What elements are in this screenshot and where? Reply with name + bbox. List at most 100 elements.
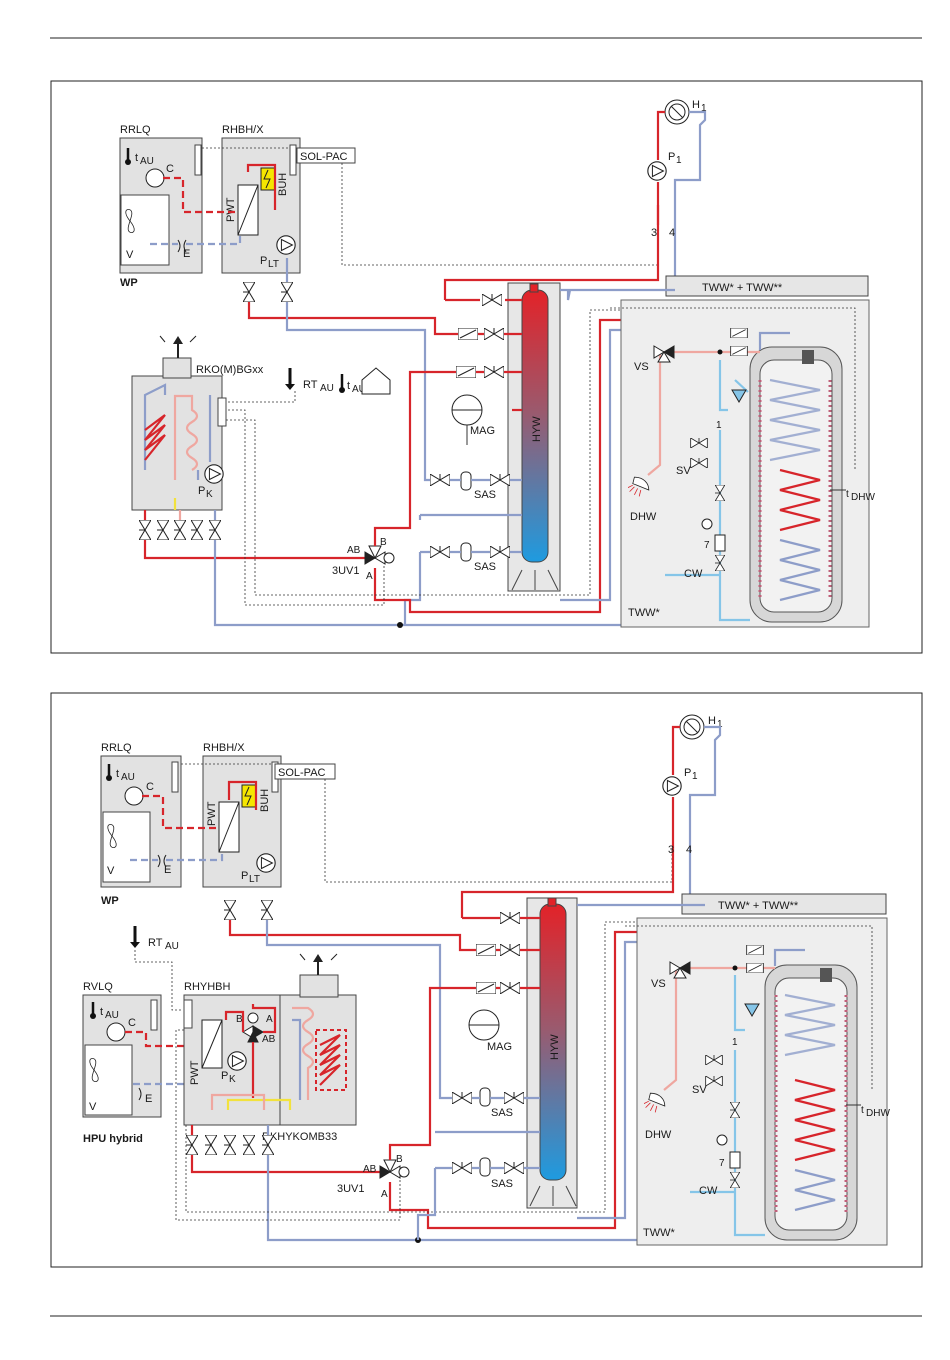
hybrid-flow-line — [190, 1125, 380, 1174]
shutoff-valve-icon — [205, 1135, 217, 1155]
shutoff-valve-icon — [243, 1135, 255, 1155]
boiler-dhw-coil-2 — [292, 1006, 315, 1100]
exchanger-diagonal — [201, 1019, 223, 1069]
tww-label-2: TWW* — [643, 1227, 675, 1239]
rko-label: RKO(M)BGxx — [196, 364, 264, 376]
dhw-label: DHW — [630, 511, 657, 523]
h1-sub-2: 1 — [717, 719, 723, 730]
heating-flow-up — [656, 110, 665, 160]
heating-flow-up-2 — [671, 725, 680, 775]
return-line-1 — [285, 302, 435, 482]
control-wire — [226, 309, 700, 596]
junction-dot — [717, 349, 723, 355]
h1-label-2: H — [708, 715, 716, 727]
lightning-icon — [244, 786, 252, 806]
compressor-icon — [124, 786, 144, 806]
pk-label-2: P — [221, 1070, 228, 1082]
shutoff-valve-icon — [484, 328, 504, 340]
check-valve-icon — [730, 328, 748, 338]
p1-sub: 1 — [676, 155, 682, 166]
control-wire — [324, 779, 673, 883]
a-label-3: A — [381, 1189, 388, 1200]
control-wire — [175, 1029, 401, 1221]
mixing-valve-vs-icon — [653, 345, 675, 363]
h1-inner — [668, 103, 686, 121]
pump-p1-icon — [647, 161, 667, 181]
b-label-3: B — [396, 1154, 403, 1165]
heating-return-line — [673, 110, 707, 287]
rhbh-label-2: RHBH/X — [203, 742, 245, 754]
tau-sub-2: AU — [121, 772, 135, 783]
hyw-vent — [529, 283, 539, 293]
thermometer-icon — [90, 1002, 96, 1019]
house-icon — [361, 367, 391, 395]
control-wire — [134, 950, 183, 1011]
expansion-valve-icon — [177, 239, 187, 253]
tau-label-2: t — [116, 768, 119, 780]
hyw-label: HYW — [531, 416, 543, 442]
expansion-valve-icon — [138, 1087, 142, 1101]
boiler-dhw-coil — [173, 394, 199, 480]
rrlq-fan-box-2 — [102, 811, 151, 883]
rko-boiler-unit — [131, 375, 223, 511]
n3-label: 3 — [651, 227, 657, 239]
b-label-2: B — [236, 1014, 243, 1025]
rhyhbh-label: RHYHBH — [184, 981, 231, 993]
mag-label: MAG — [470, 425, 495, 437]
pk-sub-2: K — [229, 1074, 236, 1085]
hybrid-flow-internal — [224, 1004, 277, 1098]
shutoff-valve-icon — [482, 294, 502, 306]
check-valve-icon — [746, 945, 764, 955]
shutoff-valve-icon — [139, 520, 151, 540]
filter-icon — [731, 389, 747, 403]
pump-pk-icon — [204, 464, 224, 484]
rhyhbh-control-box — [183, 999, 193, 1029]
rrlq-control-box — [194, 144, 202, 176]
tww-label: TWW* — [628, 607, 660, 619]
compressor-icon — [145, 168, 165, 188]
b-label: B — [380, 537, 387, 548]
thermometer-icon — [125, 148, 131, 165]
n7-label-2: 7 — [719, 1158, 725, 1169]
rkhykomb-label: RKHYKOMB33 — [262, 1131, 337, 1143]
h1-sub: 1 — [701, 103, 707, 114]
sas-label: SAS — [474, 561, 496, 573]
shutoff-valve-icon — [157, 520, 169, 540]
rt-label-2: RT — [148, 937, 163, 949]
n4-label: 4 — [669, 227, 675, 239]
shutoff-valve-icon — [500, 912, 520, 924]
rrlq-label-2: RRLQ — [101, 742, 132, 754]
rrlq-fan-box — [120, 194, 170, 266]
shutoff-valve-icon — [174, 520, 186, 540]
3uv1-label-2: 3UV1 — [337, 1183, 365, 1195]
tank-anode-2 — [820, 968, 832, 982]
shutoff-valve-icon — [243, 282, 255, 302]
pressure-reducer-icon — [714, 534, 726, 552]
n7-label: 7 — [704, 540, 710, 551]
e-label-2: E — [164, 864, 171, 876]
pressure-reducer-icon — [729, 1151, 741, 1169]
cw-label: CW — [684, 568, 703, 580]
flow-line-1 — [247, 302, 458, 336]
sas-label-3: SAS — [491, 1178, 513, 1190]
sludge-separator-icon — [479, 1087, 491, 1107]
heating-flow-line-2 — [460, 842, 675, 918]
solpac-label-2: SOL-PAC — [278, 767, 326, 779]
cw-label-2: CW — [699, 1185, 718, 1197]
outdoor-sensor-icon — [339, 374, 345, 393]
c-label-2: C — [146, 781, 154, 793]
e-label-3: E — [145, 1093, 152, 1105]
hyw-to-heating-return — [560, 288, 675, 301]
shutoff-valve-icon — [504, 1092, 524, 1104]
return-collector — [403, 552, 422, 625]
rrlq-control-box-2 — [171, 761, 179, 793]
check-valve-icon — [456, 366, 476, 378]
refrigerant-hot-line — [163, 176, 238, 214]
hot-water-line-2 — [663, 968, 678, 1091]
pwt-label-3: PWT — [189, 1060, 201, 1085]
shutoff-valve-icon — [452, 1162, 472, 1174]
shutoff-valve-icon — [281, 282, 293, 302]
3uv1-b-line-2 — [388, 986, 476, 1160]
c-label-3: C — [128, 1017, 136, 1029]
hyw-label-2: HYW — [549, 1034, 561, 1060]
